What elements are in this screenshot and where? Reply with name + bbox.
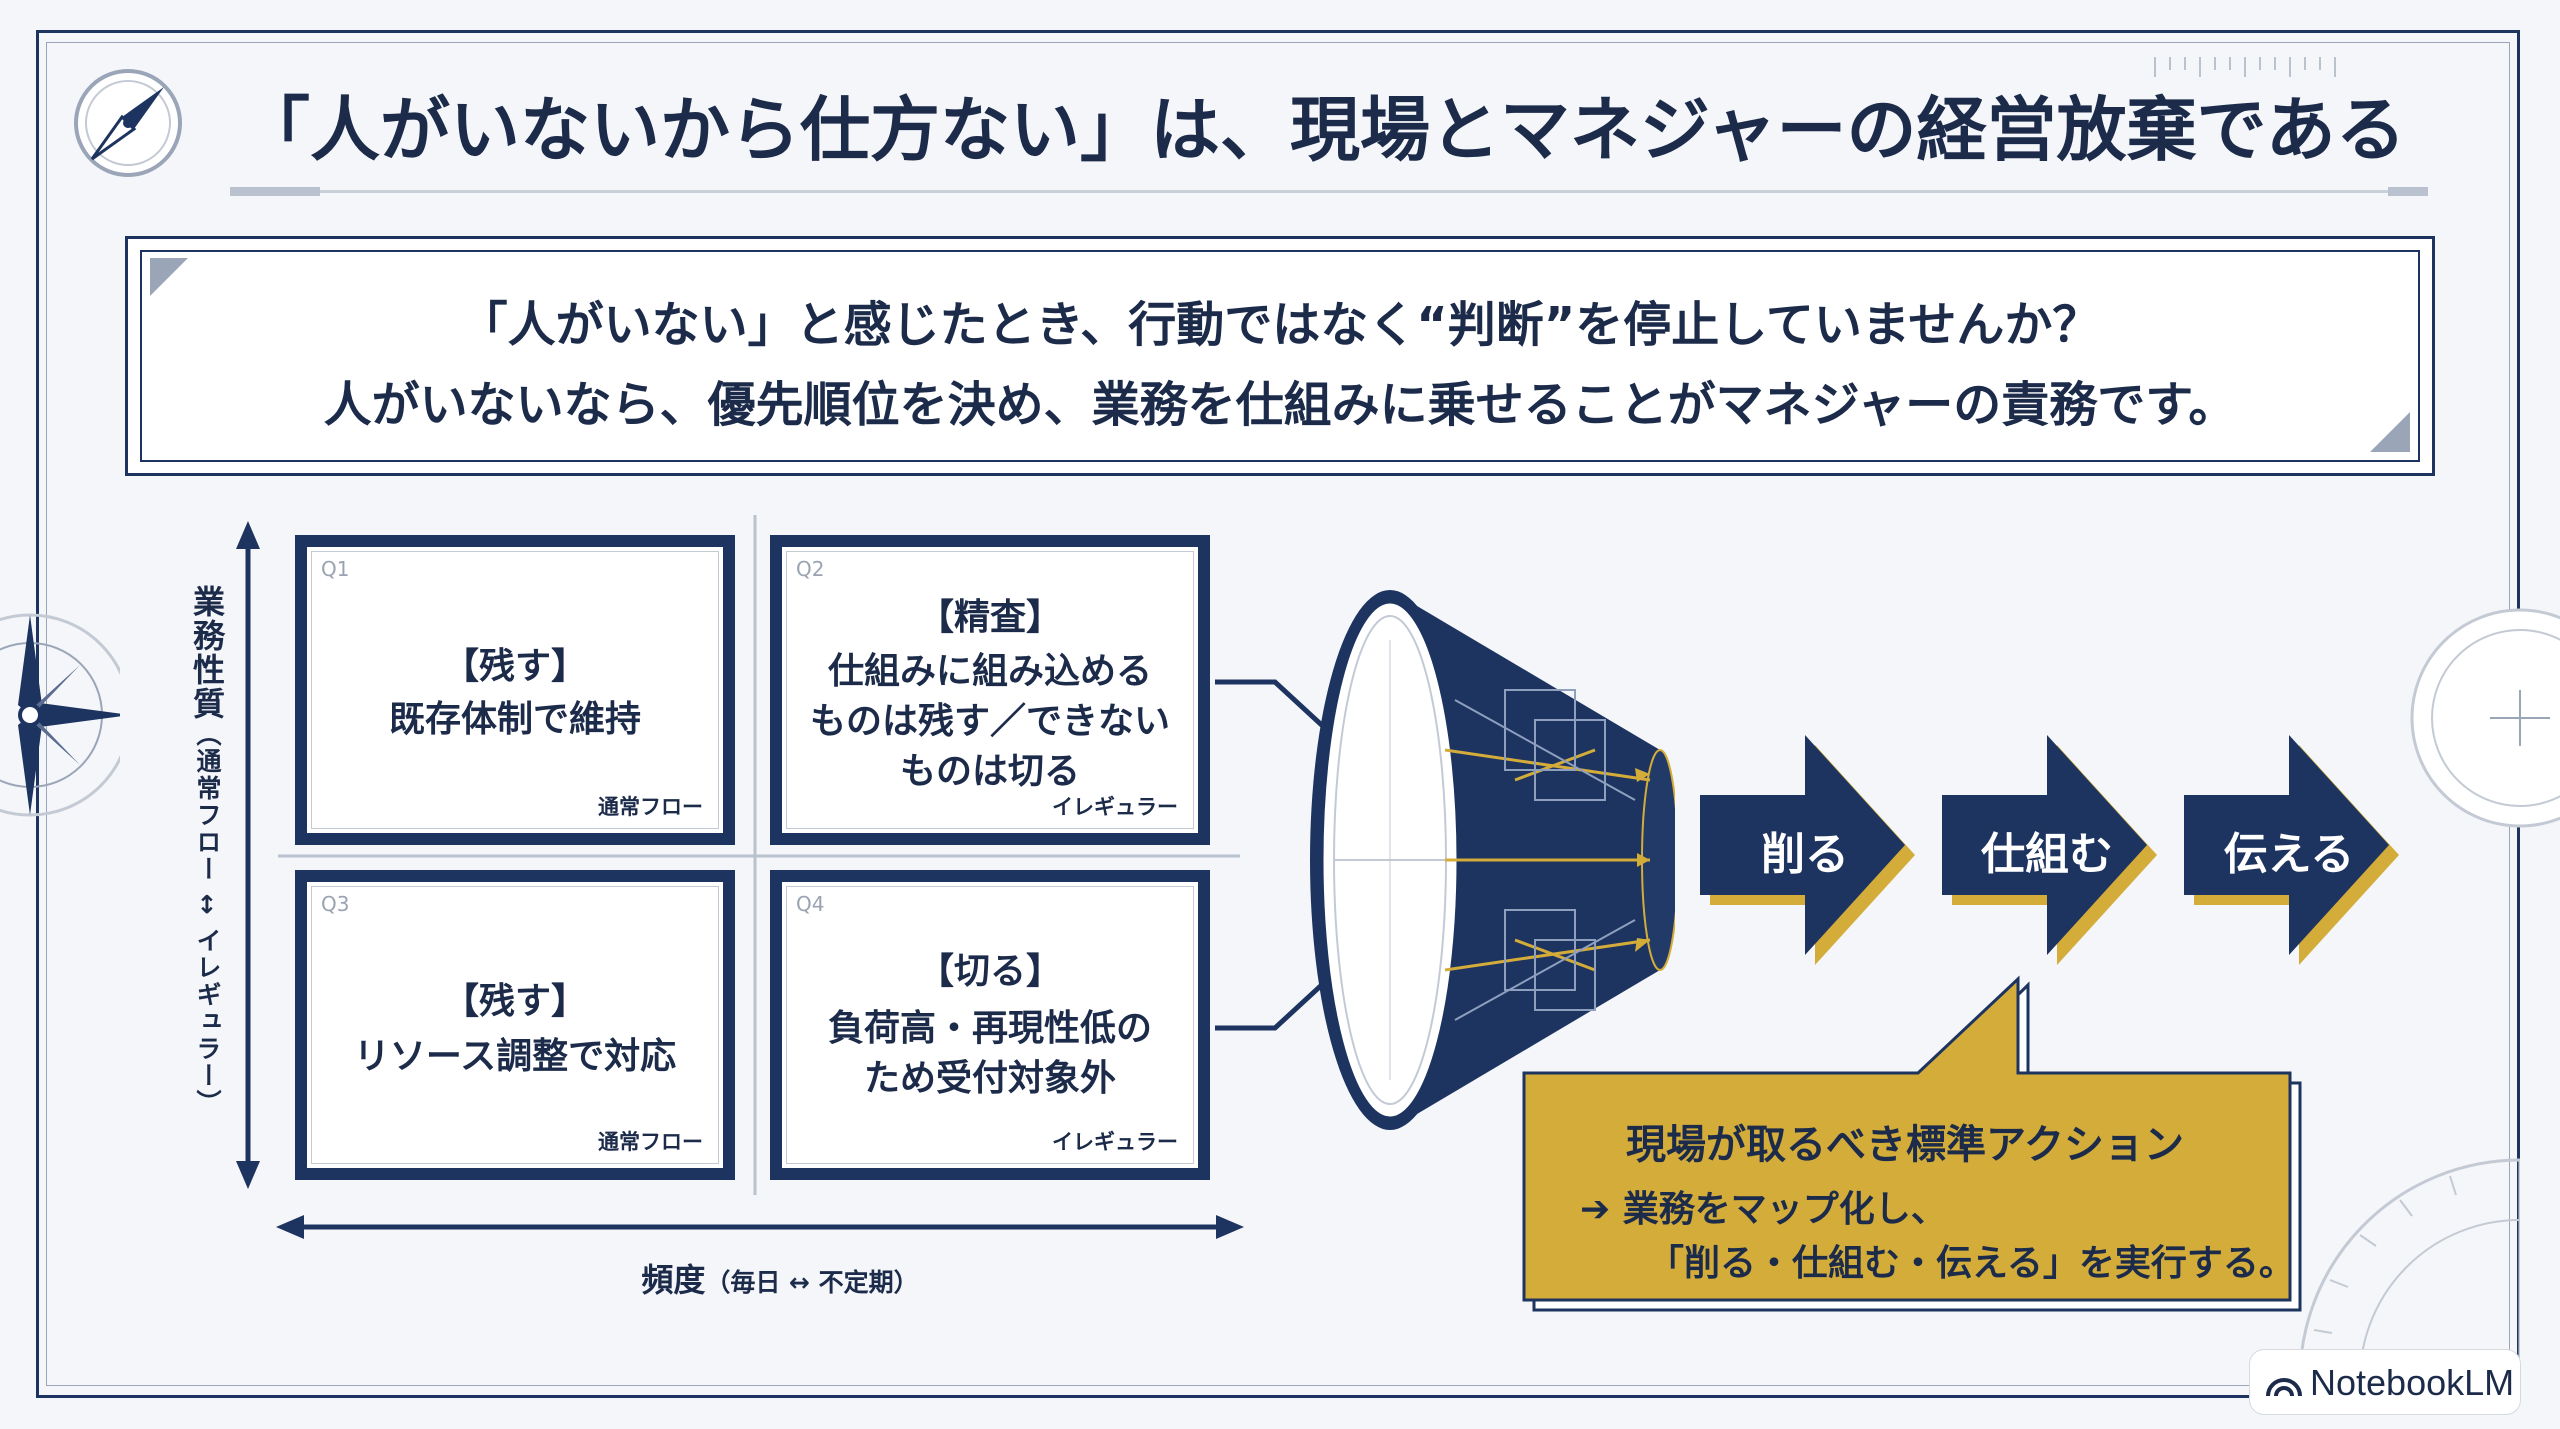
funnel-icon bbox=[1310, 590, 1675, 1130]
compass-rose-icon bbox=[0, 613, 120, 817]
quadrant-q1-id: Q1 bbox=[321, 557, 350, 581]
step-label-3: 伝える bbox=[2223, 829, 2355, 880]
callout-line-1-text: 業務をマップ化し、 bbox=[1622, 1189, 1947, 1230]
quadrant-q3: Q3 【残す】 リソース調整で対応 通常フロー bbox=[295, 870, 735, 1180]
x-axis-label: 頻度（毎日 ↔ 不定期） bbox=[560, 1255, 1000, 1301]
step-arrows bbox=[1700, 735, 2399, 965]
banner-corner-top-left bbox=[150, 258, 188, 296]
quadrant-q3-body: リソース調整で対応 bbox=[353, 1036, 677, 1077]
y-axis-label-sub: （通常フロー ↔ イレギュラー） bbox=[193, 721, 222, 1117]
arrow-right-icon: ➔ bbox=[1580, 1189, 1611, 1230]
quadrant-q4-body-2: ため受付対象外 bbox=[863, 1058, 1116, 1099]
quadrant-q3-inner bbox=[311, 886, 719, 1164]
quadrant-q4-heading: 【切る】 bbox=[917, 951, 1062, 992]
quadrant-q4-id: Q4 bbox=[796, 892, 825, 916]
step-arrow-1 bbox=[1700, 735, 1915, 965]
banner-corner-bottom-right bbox=[2370, 412, 2410, 452]
step-arrow-2 bbox=[1942, 735, 2157, 965]
title-underline-accent-left bbox=[230, 187, 320, 196]
quadrant-q2-body-2: ものは残す／できない bbox=[809, 701, 1170, 742]
quadrant-q1-heading: 【残す】 bbox=[442, 646, 587, 687]
ruler-decoration bbox=[2154, 57, 2336, 77]
banner-line-2: 人がいないなら、優先順位を決め、業務を仕組みに乗せることがマネジャーの責務です。 bbox=[323, 377, 2237, 433]
quadrant-q2-inner bbox=[786, 551, 1194, 829]
step-label-1: 削る bbox=[1761, 829, 1849, 880]
quadrant-q2: Q2 【精査】 仕組みに組み込める ものは残す／できない ものは切る イレギュラ… bbox=[770, 535, 1210, 845]
message-banner-inner bbox=[140, 250, 2420, 462]
quadrant-q2-id: Q2 bbox=[796, 557, 825, 581]
quadrant-q2-body-1: 仕組みに組み込める bbox=[827, 651, 1152, 692]
callout-box bbox=[1522, 975, 2302, 1312]
step-label-2: 仕組む bbox=[1981, 829, 2113, 880]
step-arrow-3 bbox=[2184, 735, 2399, 965]
quadrant-q3-id: Q3 bbox=[321, 892, 350, 916]
matrix-axes bbox=[236, 515, 1244, 1239]
quadrant-q1: Q1 【残す】 既存体制で維持 通常フロー bbox=[295, 535, 735, 845]
quadrant-q4-body-1: 負荷高・再現性低の bbox=[827, 1008, 1152, 1049]
y-axis-label-main: 業務性質 bbox=[188, 585, 226, 721]
callout-line-2: 「削る・仕組む・伝える」を実行する。 bbox=[1648, 1243, 2295, 1284]
quadrant-q4: Q4 【切る】 負荷高・再現性低の ため受付対象外 イレギュラー bbox=[770, 870, 1210, 1180]
title-underline-accent-right bbox=[2388, 187, 2428, 196]
quadrant-q4-inner bbox=[786, 886, 1194, 1164]
notebooklm-label: NotebookLM bbox=[2310, 1362, 2515, 1403]
quadrant-q1-inner bbox=[311, 551, 719, 829]
quadrant-q1-tag: 通常フロー bbox=[598, 795, 703, 819]
callout-title: 現場が取るべき標準アクション bbox=[1626, 1122, 2184, 1168]
x-axis-label-main: 頻度 bbox=[641, 1261, 706, 1299]
message-banner bbox=[125, 236, 2435, 476]
quadrant-q3-tag: 通常フロー bbox=[598, 1130, 703, 1154]
protractor-icon bbox=[2300, 1158, 2520, 1387]
quadrant-q3-heading: 【残す】 bbox=[442, 981, 587, 1022]
x-axis-label-sub: （毎日 ↔ 不定期） bbox=[705, 1268, 919, 1297]
quadrant-q2-tag: イレギュラー bbox=[1052, 795, 1178, 819]
quadrant-q2-heading: 【精査】 bbox=[917, 597, 1062, 638]
quadrant-q4-tag: イレギュラー bbox=[1052, 1130, 1178, 1154]
quadrant-q1-body: 既存体制で維持 bbox=[388, 699, 641, 740]
crosshair-icon bbox=[2410, 608, 2560, 828]
callout-line-1: ➔ 業務をマップ化し、 bbox=[1580, 1180, 1947, 1232]
notebooklm-logo-icon bbox=[2266, 1378, 2302, 1397]
y-axis-label: 業務性質（通常フロー ↔ イレギュラー） bbox=[170, 585, 230, 1116]
compass-icon bbox=[74, 69, 182, 177]
page-title: 「人がいないから仕方ない」は、現場とマネジャーの経営放棄である bbox=[240, 89, 2406, 171]
banner-line-1: 「人がいない」と感じたとき、行動ではなく“判断”を停止していませんか？ bbox=[459, 297, 2101, 353]
quadrant-q2-body-3: ものは切る bbox=[899, 751, 1080, 792]
title-underline bbox=[230, 190, 2410, 193]
